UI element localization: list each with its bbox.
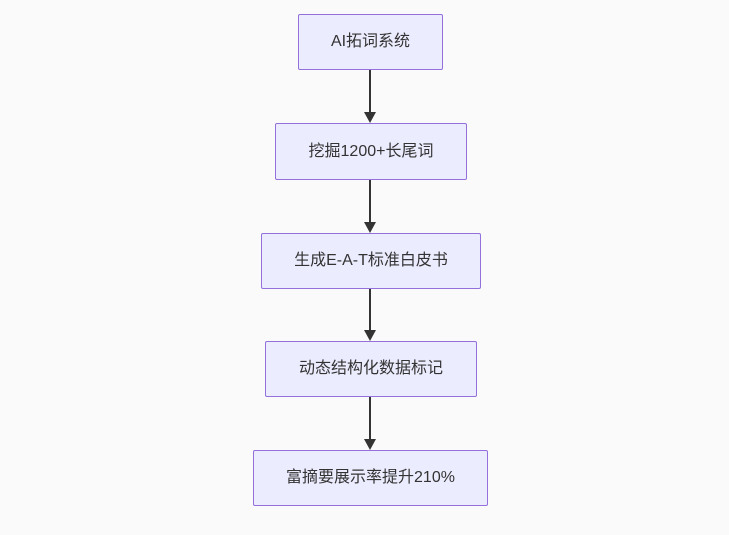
- node-label: 动态结构化数据标记: [298, 360, 443, 378]
- edge-line: [369, 289, 371, 331]
- edge-arrow-3: [363, 289, 377, 341]
- edge-line: [369, 397, 371, 440]
- arrowhead-down-icon: [364, 112, 376, 123]
- flow-node-structured-data-markup: 动态结构化数据标记: [265, 341, 477, 397]
- edge-arrow-1: [363, 70, 377, 123]
- edge-arrow-2: [363, 180, 377, 233]
- node-label: 挖掘1200+长尾词: [308, 142, 434, 160]
- arrowhead-down-icon: [364, 222, 376, 233]
- arrowhead-down-icon: [364, 439, 376, 450]
- flow-node-ai-keyword-system: AI拓词系统: [298, 14, 443, 70]
- node-label: 生成E-A-T标准白皮书: [294, 252, 448, 270]
- flow-node-rich-snippet-result: 富摘要展示率提升210%: [253, 450, 488, 506]
- flow-node-longtail-mining: 挖掘1200+长尾词: [275, 123, 467, 180]
- flow-node-eat-whitepaper: 生成E-A-T标准白皮书: [261, 233, 481, 289]
- edge-line: [369, 70, 371, 113]
- edge-arrow-4: [363, 397, 377, 450]
- node-label: 富摘要展示率提升210%: [286, 469, 455, 487]
- edge-line: [369, 180, 371, 223]
- arrowhead-down-icon: [364, 330, 376, 341]
- node-label: AI拓词系统: [330, 33, 411, 51]
